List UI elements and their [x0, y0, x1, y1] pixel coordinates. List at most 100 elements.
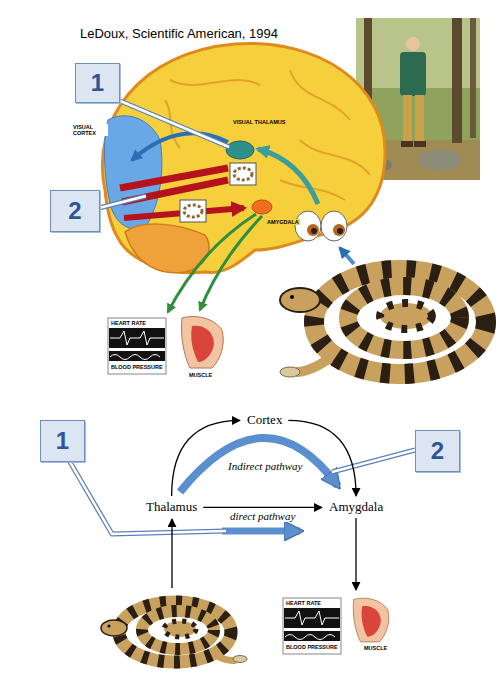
- eye: [321, 211, 347, 241]
- stimulus-arrow: [171, 519, 172, 588]
- snake-thumbnail-coil: [184, 205, 202, 217]
- snake-coil: [380, 303, 432, 329]
- rock: [418, 150, 462, 170]
- eye-thalamus-tract: [258, 149, 318, 204]
- callout-leader: [332, 450, 415, 472]
- snake-head: [101, 620, 127, 636]
- structure-name: Thalamus: [146, 500, 197, 515]
- direct-pathway-highlight: [222, 528, 300, 535]
- snake-coil: [348, 286, 460, 350]
- blood-pressure-trace: [285, 635, 335, 640]
- amygdala-output: [168, 214, 256, 312]
- snake-thumbnail: [230, 163, 256, 185]
- picture-label: BLOOD PRESSURE: [285, 644, 339, 650]
- snake-rattle: [280, 367, 300, 377]
- structure-name: Amygdala: [329, 500, 383, 515]
- light-arrow: [340, 248, 354, 264]
- snake-coil: [314, 270, 486, 374]
- pathway-arrow: [203, 507, 322, 508]
- brain-fold: [290, 70, 350, 120]
- callout-leader: [118, 100, 229, 147]
- muscle-picture: [181, 317, 223, 369]
- heart-rate-picture: [283, 598, 341, 654]
- blood-pressure-trace-ground: [284, 631, 340, 641]
- callout-box: 2: [415, 430, 460, 472]
- picture-label: HEART RATE: [110, 320, 147, 326]
- hiker-jacket: [400, 52, 426, 96]
- callout-box: 2: [50, 190, 100, 232]
- snake-thumbnail: [180, 200, 206, 222]
- picture-label: MUSCLE: [188, 372, 213, 378]
- snake-band: [348, 286, 460, 350]
- indirect-pathway-highlight: [180, 438, 338, 492]
- heart-rate-trace: [285, 611, 339, 625]
- callout-leader: [99, 196, 146, 208]
- cortex-arrow: [132, 133, 228, 160]
- eye-pupil: [337, 228, 343, 234]
- tree-trunk: [452, 18, 462, 143]
- pathway-arrow: [172, 420, 240, 496]
- eye-iris: [307, 224, 319, 236]
- visual-thalamus: [226, 141, 254, 159]
- muscle-picture: [353, 598, 389, 642]
- pathway-node: Amygdala: [326, 499, 386, 516]
- snake-coil: [142, 611, 214, 649]
- callout-leader: [99, 196, 146, 208]
- callout-leader: [332, 450, 415, 472]
- heart-rate-frame: [283, 598, 341, 654]
- brain-fold: [170, 80, 260, 85]
- hiker-boot: [401, 141, 413, 147]
- hiker-leg: [403, 95, 412, 143]
- heart-rate-frame: [108, 318, 166, 374]
- hiker-head: [406, 37, 420, 51]
- eye: [295, 211, 321, 241]
- amygdala-output: [200, 216, 262, 310]
- snake-head: [280, 288, 320, 312]
- heart-rate-trace-ground: [109, 328, 165, 348]
- picture-label: HEART RATE: [285, 600, 322, 606]
- pathway-label: Indirect pathway: [227, 460, 303, 472]
- pathway-node: Cortex: [244, 412, 285, 429]
- snake-thumbnail-coil: [234, 168, 252, 180]
- heart-rate-trace-ground: [284, 608, 340, 628]
- blood-pressure-trace-ground: [109, 351, 165, 361]
- blood-pressure-trace: [110, 355, 160, 360]
- snake-band: [119, 602, 231, 662]
- edge-label: direct pathway: [229, 510, 296, 522]
- snake-coil: [119, 602, 231, 662]
- pathway-arrow: [288, 420, 356, 496]
- response-arrow: [355, 518, 356, 590]
- leg: [353, 598, 389, 642]
- heart-rate-trace: [110, 331, 164, 345]
- callout-number: 2: [68, 198, 81, 224]
- tree-trunk: [470, 18, 476, 138]
- snake-coil: [164, 621, 196, 637]
- callout-box: 1: [40, 420, 85, 462]
- picture-label: MUSCLE: [363, 645, 388, 651]
- hiker-boot: [414, 141, 426, 147]
- visual-cortex: [105, 116, 162, 229]
- callout-box: 1: [75, 63, 120, 103]
- callout-leader: [118, 100, 229, 147]
- snake-tail: [296, 358, 330, 372]
- muscle: [362, 606, 381, 637]
- callout-number: 1: [91, 70, 104, 96]
- amygdala: [252, 200, 272, 214]
- hiker-leg: [415, 95, 424, 143]
- brain-region-label: VISUAL CORTEX: [72, 124, 108, 136]
- snake-band: [142, 611, 214, 649]
- picture-label: BLOOD PRESSURE: [110, 364, 164, 370]
- callout-number: 2: [431, 438, 444, 464]
- snake-eye: [290, 295, 294, 299]
- eye-pupil: [311, 228, 317, 234]
- callout-leader: [70, 462, 226, 534]
- brain-fold: [300, 140, 370, 175]
- snake-rattle: [233, 656, 247, 663]
- snake-band: [314, 270, 486, 374]
- brain-region-label: VISUAL THALAMUS: [232, 119, 286, 125]
- pathway-node: Thalamus: [143, 499, 200, 516]
- callout-leader: [70, 462, 226, 534]
- snake-eye: [108, 625, 111, 628]
- cerebellum: [125, 224, 209, 273]
- heart-rate-picture: [108, 318, 166, 374]
